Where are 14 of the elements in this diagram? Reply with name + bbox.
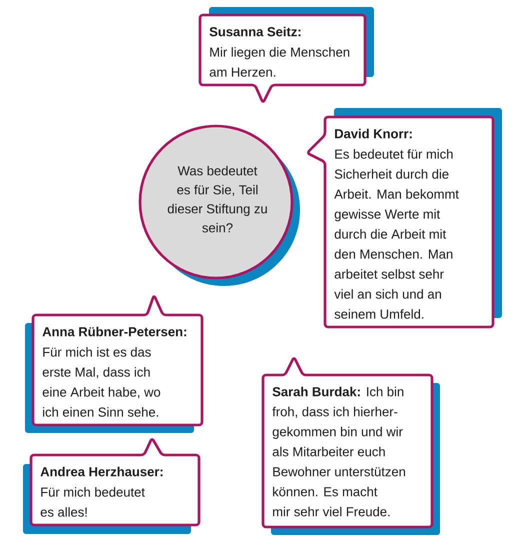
speaker-name: Anna Rübner-Petersen: — [42, 326, 186, 336]
speech-bubble — [198, 7, 374, 103]
speaker-name: David Knorr: — [335, 128, 412, 138]
quote-text: Für mich ist es das erste Mal, dass ich eine Arbeit habe, wo ich einen Sinn sehe. — [42, 347, 160, 417]
quote-text: Für mich bedeutet es alles! — [40, 487, 145, 517]
speaker-name: Susanna Seitz: — [210, 26, 300, 36]
quote-text: Sarah Burdak: Ich bin froh, dass ich hierher- gekommen bin und wir als Mitarbeiter euch Bewohner unterstützen können. Es macht mir sehr viel Freude. — [272, 386, 406, 516]
speaker-name: Andrea Herzhauser: — [40, 466, 162, 476]
quote-text: Es bedeutet für mich Sicherheit durch die Arbeit. Man bekommt gewisse Werte mit durch die Arbeit mit den Menschen. Man arbeitet selbst sehr viel an sich und an seinem Umfeld. — [334, 149, 459, 319]
quote-text: Mir liegen die Menschen am Herzen. — [210, 47, 350, 77]
speech-bubble — [307, 108, 502, 328]
speech-bubble — [23, 438, 200, 534]
speech-bubble — [262, 357, 440, 535]
speech-bubble — [25, 295, 204, 433]
